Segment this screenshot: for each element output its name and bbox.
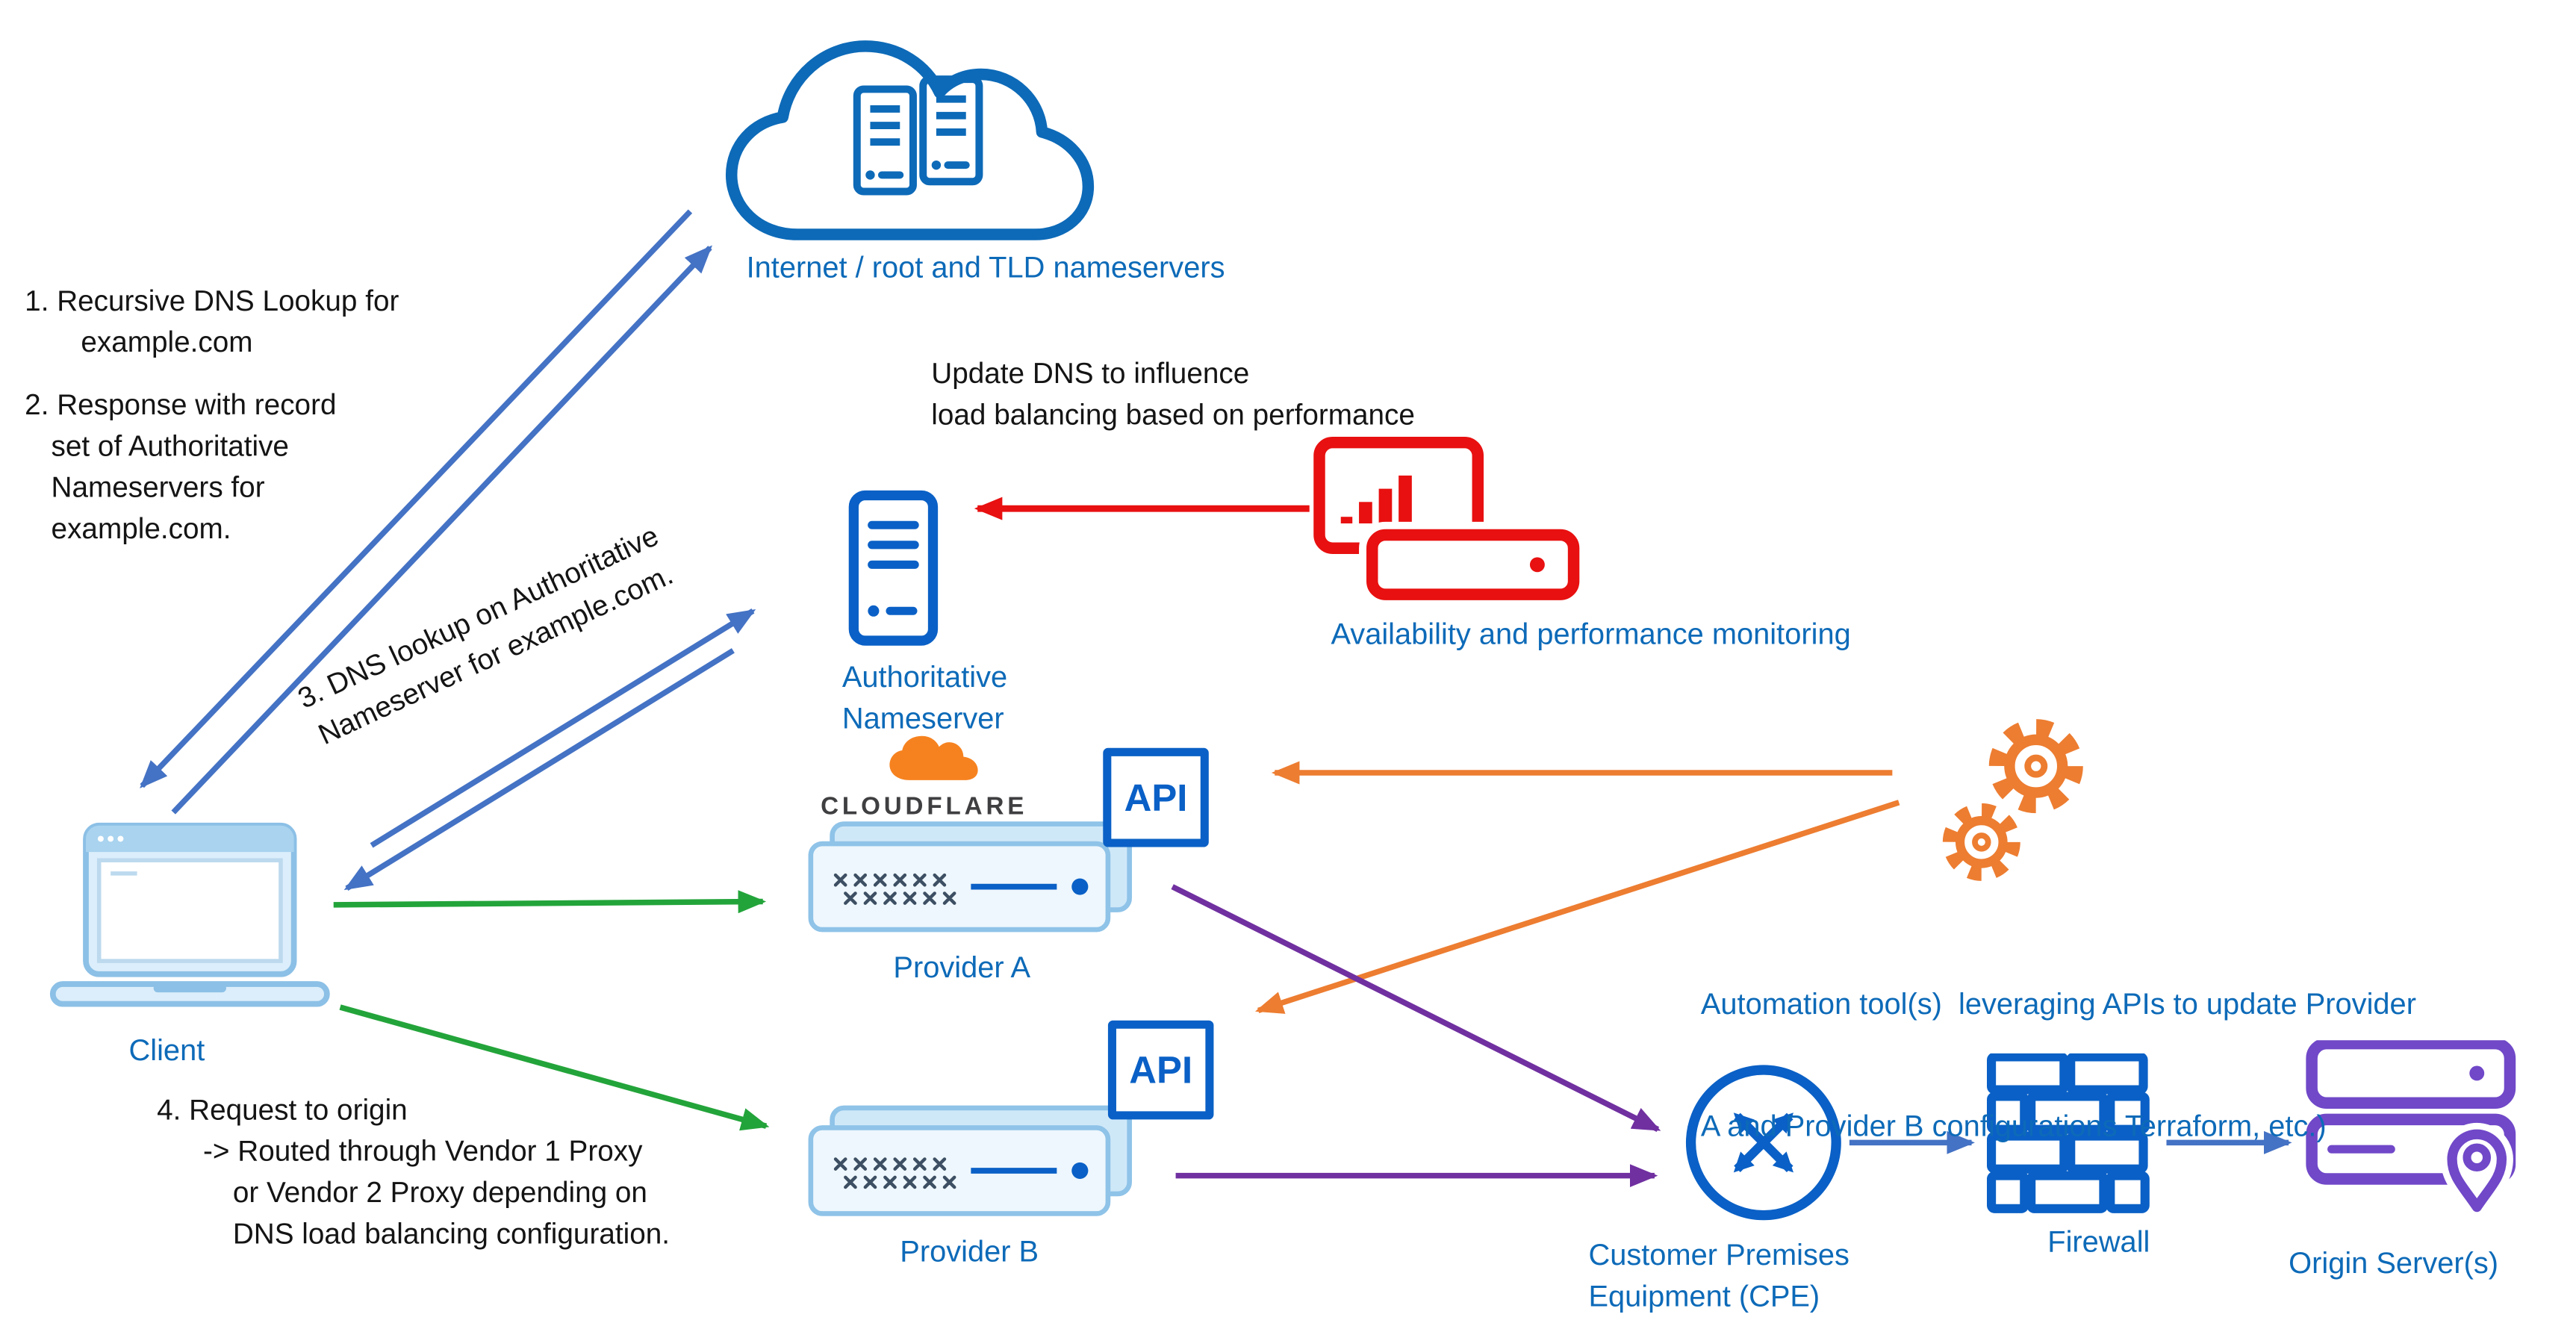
note-line: example.com.	[51, 511, 231, 545]
label-line: A and Provider B configurations Terrafor…	[1700, 1109, 2327, 1143]
cloudflare-wordmark: CLOUDFLARE	[821, 792, 1028, 821]
rack-server-icon	[853, 85, 917, 196]
note-line: or Vendor 2 Proxy depending on	[232, 1175, 647, 1209]
step-1-2-note: 1. Recursive DNS Lookup for example.com …	[25, 281, 399, 550]
step-4-note: 4. Request to origin -> Routed through V…	[157, 1090, 670, 1255]
note-line: Update DNS to influence	[931, 356, 1250, 390]
authoritative-nameserver-icon	[848, 490, 939, 646]
arrow-auth-lookup	[370, 609, 756, 848]
origin-label: Origin Server(s)	[2289, 1246, 2499, 1280]
authoritative-nameserver-label: Authoritative Nameserver	[842, 657, 1007, 739]
monitoring-label: Availability and performance monitoring	[1331, 617, 1851, 651]
rack-server-icon	[919, 75, 983, 186]
client-laptop-icon	[49, 822, 330, 1007]
firewall-label: Firewall	[2047, 1224, 2150, 1259]
note-line: 4. Request to origin	[157, 1093, 408, 1127]
label-line: Authoritative	[841, 660, 1008, 694]
provider-b-api-box: API	[1107, 1020, 1214, 1120]
arrow-client-to-provider-a	[333, 890, 767, 914]
arrow-automation-to-provider-b	[1254, 800, 1900, 1014]
note-line: -> Routed through Vendor 1 Proxy	[203, 1134, 643, 1168]
label-line: Equipment (CPE)	[1588, 1279, 1820, 1313]
provider-b-proxy-icon	[808, 1105, 1132, 1216]
label-line: Automation tool(s) leveraging APIs to up…	[1700, 986, 2416, 1020]
bar-chart-icon	[1340, 475, 1412, 524]
gear-large	[1988, 719, 2083, 814]
note-line: example.com	[81, 325, 253, 358]
cloudflare-cloud-icon	[889, 735, 978, 780]
arrow-provider-a-to-cpe	[1171, 884, 1661, 1133]
provider-a-proxy-icon	[808, 821, 1132, 933]
note-line: Nameservers for	[51, 470, 265, 504]
cpe-router-icon	[1685, 1065, 1841, 1221]
monitoring-icon	[1313, 436, 1582, 605]
internet-cloud-icon	[725, 40, 1095, 240]
note-line: 1. Recursive DNS Lookup for	[25, 284, 399, 317]
provider-b-label: Provider B	[900, 1235, 1039, 1269]
gears-icon	[1942, 719, 2083, 881]
cpe-label: Customer Premises Equipment (CPE)	[1588, 1235, 1849, 1317]
location-pin-icon	[2440, 1122, 2513, 1219]
arrow-lookup-response	[140, 209, 693, 788]
update-dns-note: Update DNS to influence load balancing b…	[931, 353, 1415, 436]
note-line: set of Authoritative	[51, 429, 289, 463]
label-line: Nameserver	[841, 701, 1004, 735]
note-line: DNS load balancing configuration.	[232, 1216, 671, 1251]
arrow-recursive-lookup	[171, 245, 712, 815]
provider-a-label: Provider A	[893, 950, 1031, 985]
gear-small	[1942, 803, 2020, 881]
client-label: Client	[128, 1033, 205, 1067]
note-line: load balancing based on performance	[931, 397, 1415, 432]
arrow-auth-response	[343, 648, 735, 891]
vent-pattern	[833, 873, 956, 905]
vent-pattern	[833, 1157, 956, 1189]
arrow-client-to-provider-b	[339, 1004, 770, 1131]
automation-label: Automation tool(s) leveraging APIs to up…	[1701, 901, 2416, 1229]
firewall-icon	[1986, 1053, 2150, 1213]
note-line: 2. Response with record	[25, 388, 337, 421]
origin-servers-icon	[2306, 1040, 2516, 1219]
label-line: Customer Premises	[1588, 1238, 1849, 1272]
internet-label: Internet / root and TLD nameservers	[746, 251, 1225, 284]
provider-a-api-box: API	[1103, 747, 1209, 847]
